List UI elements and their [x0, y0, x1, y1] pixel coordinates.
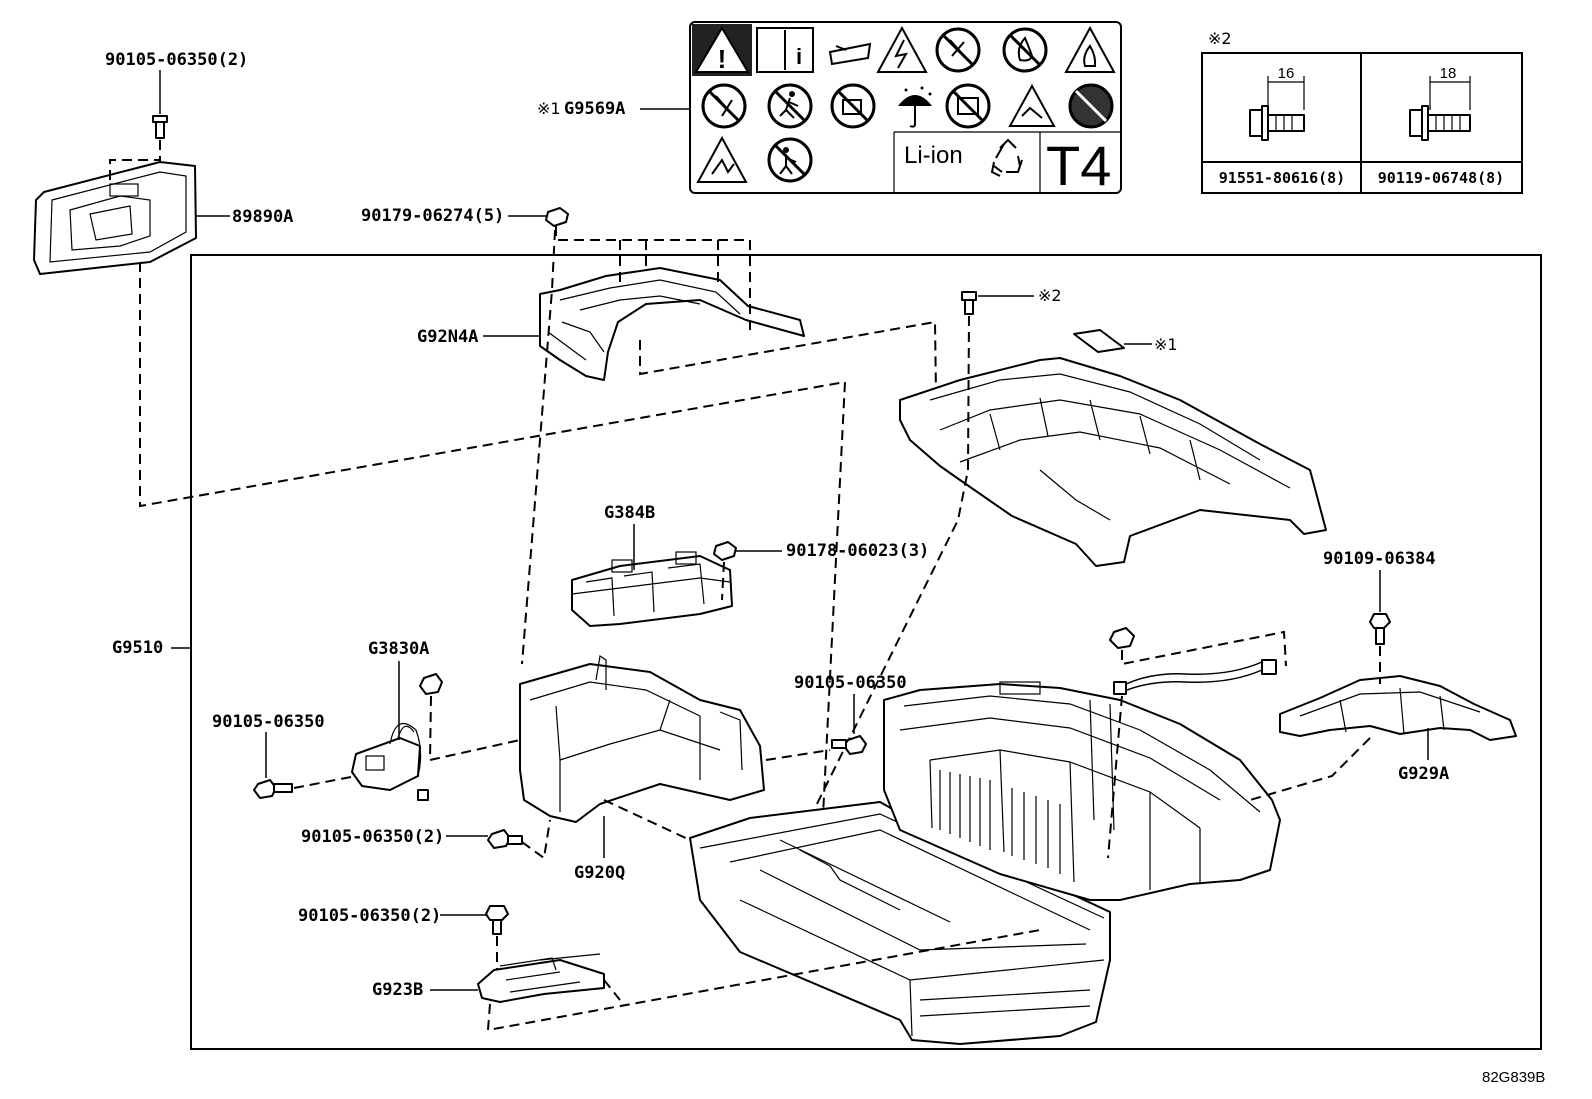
bolt-left	[253, 779, 293, 799]
nut-g3830a	[419, 673, 443, 695]
bolt-part-2: 90119-06748(8)	[1378, 169, 1504, 187]
small-label-sticker	[1073, 329, 1125, 353]
label-g920q: G920Q	[574, 863, 625, 883]
bolt-table: ※2 16 91551-80616(8) 18 90119-06748(8)	[1201, 29, 1523, 194]
label-nut-g384b: 90178-06023(3)	[786, 541, 929, 561]
battery-upper-cover	[899, 357, 1327, 567]
no-run-icon	[767, 83, 813, 129]
bolt-g920q	[487, 829, 523, 849]
explosive-icon	[696, 135, 748, 183]
bolt-table-ref: ※2	[1208, 29, 1232, 48]
part-g384b	[571, 551, 733, 627]
nut-g384b	[713, 541, 737, 561]
part-g92n4a	[539, 267, 805, 381]
li-ion-text: Li-ion	[904, 142, 963, 169]
label-ref1: ※1	[1154, 335, 1178, 354]
label-bolt-left: 90105-06350	[212, 712, 325, 732]
label-bolt-mid: 90105-06350	[794, 673, 907, 693]
flange-bolt-18-icon	[1409, 76, 1471, 141]
no-children-icon	[767, 137, 813, 183]
bolt-mid	[831, 735, 867, 755]
label-g92n4a: G92N4A	[417, 327, 478, 347]
svg-text:i: i	[796, 44, 802, 69]
no-drop-icon	[701, 83, 747, 129]
no-crush-icon	[945, 83, 991, 129]
nut-cable	[1109, 627, 1135, 649]
label-bolt-g920q: 90105-06350(2)	[301, 827, 444, 847]
no-fire-icon	[1002, 27, 1048, 73]
doc-reference: 82G839B	[1482, 1069, 1545, 1086]
label-g384b: G384B	[604, 503, 655, 523]
label-ref2-bolt: ※2	[1038, 286, 1062, 305]
recycle-icon	[990, 138, 1023, 177]
t4-code-text: T4	[1046, 134, 1111, 197]
no-water-icon	[830, 83, 876, 129]
part-g929a	[1279, 675, 1517, 741]
bolt-g923b	[485, 905, 509, 935]
assembly-frame	[190, 254, 1542, 1050]
part-g920q	[519, 654, 765, 823]
label-part-number: G9569A	[564, 99, 625, 119]
label-bolt-g923b: 90105-06350(2)	[298, 906, 441, 926]
label-nut-g92n4a: 90179-06274(5)	[361, 206, 504, 226]
no-access-icon	[1068, 83, 1114, 129]
manual-icon: i	[756, 27, 814, 73]
no-disassemble-icon	[935, 27, 981, 73]
cable-harness	[1113, 659, 1277, 695]
part-89890a	[33, 161, 197, 275]
label-89890a: 89890A	[232, 207, 293, 227]
bolt-length-18: 18	[1440, 65, 1457, 82]
bolt-g929a	[1369, 613, 1391, 645]
label-bolt-g929a: 90109-06384	[1323, 549, 1436, 569]
label-bolt-89890a: 90105-06350(2)	[105, 50, 248, 70]
flange-bolt-16-icon	[1249, 76, 1305, 141]
label-g929a: G929A	[1398, 764, 1449, 784]
bolt-89890a	[152, 115, 168, 139]
label-g3830a: G3830A	[368, 639, 429, 659]
flammable-icon	[1064, 25, 1116, 73]
bolt-cover-ref2	[961, 291, 977, 315]
label-g923b: G923B	[372, 980, 423, 1000]
danger-icon: !	[692, 24, 752, 76]
high-voltage-icon	[876, 25, 928, 73]
umbrella-keep-dry-icon	[898, 86, 932, 128]
bolt-length-16: 16	[1278, 65, 1295, 82]
corrosive-icon	[1008, 83, 1056, 127]
part-g923b	[477, 953, 605, 1003]
nut-g92n4a	[545, 207, 569, 227]
label-ref-mark: ※1	[537, 99, 561, 118]
bolt-part-1: 91551-80616(8)	[1219, 169, 1345, 187]
caution-label: ! i	[689, 21, 1122, 197]
part-g3830a	[351, 722, 429, 801]
svg-text:!: !	[718, 44, 727, 74]
battery-module	[883, 681, 1281, 901]
label-g9510: G9510	[112, 638, 163, 658]
tool-icon	[828, 42, 872, 66]
